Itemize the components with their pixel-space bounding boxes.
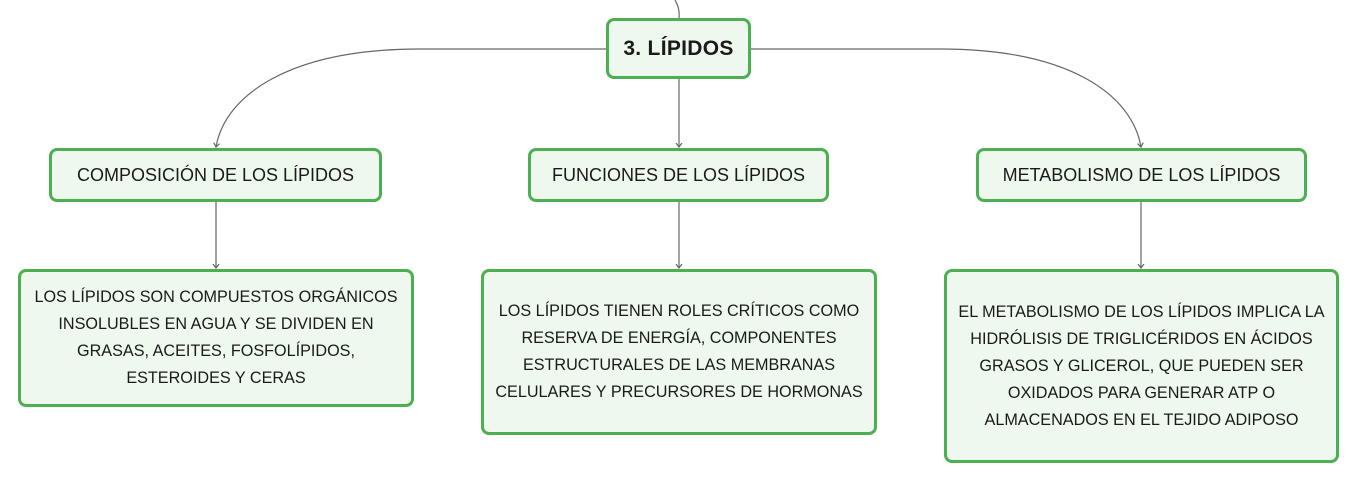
category-label: FUNCIONES DE LOS LÍPIDOS: [551, 164, 806, 185]
root-node[interactable]: 3. LÍPIDOS: [606, 18, 751, 79]
connector-root-metabolismo: [751, 48, 1141, 147]
category-composicion[interactable]: COMPOSICIÓN DE LOS LÍPIDOS: [49, 148, 382, 202]
category-metabolismo[interactable]: METABOLISMO DE LOS LÍPIDOS: [976, 148, 1307, 202]
detail-text: LOS LÍPIDOS SON COMPUESTOS ORGÁNICOS INS…: [34, 288, 398, 387]
detail-funciones[interactable]: LOS LÍPIDOS TIENEN ROLES CRÍTICOS COMO R…: [481, 269, 877, 435]
connector-root-composicion: [216, 48, 606, 147]
category-funciones[interactable]: FUNCIONES DE LOS LÍPIDOS: [528, 148, 829, 202]
detail-composicion[interactable]: LOS LÍPIDOS SON COMPUESTOS ORGÁNICOS INS…: [18, 269, 414, 407]
category-label: METABOLISMO DE LOS LÍPIDOS: [1002, 164, 1281, 185]
category-label: COMPOSICIÓN DE LOS LÍPIDOS: [76, 164, 355, 185]
detail-metabolismo[interactable]: EL METABOLISMO DE LOS LÍPIDOS IMPLICA LA…: [944, 269, 1339, 463]
detail-text: LOS LÍPIDOS TIENEN ROLES CRÍTICOS COMO R…: [495, 302, 863, 401]
root-label: 3. LÍPIDOS: [623, 36, 734, 60]
incoming-connector: [674, 0, 680, 19]
detail-text: EL METABOLISMO DE LOS LÍPIDOS IMPLICA LA…: [958, 302, 1325, 429]
